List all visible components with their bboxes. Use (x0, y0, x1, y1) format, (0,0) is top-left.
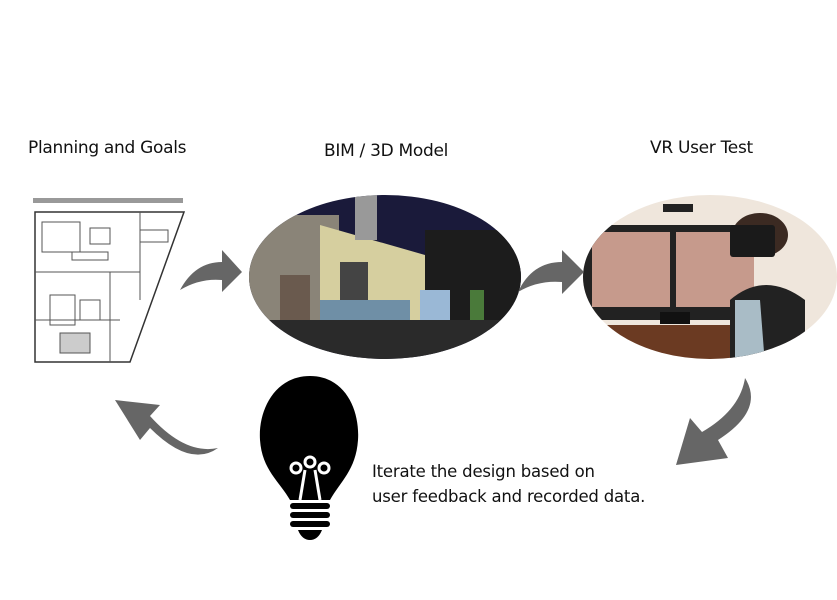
iteration-caption-line2: user feedback and recorded data. (372, 487, 646, 506)
arrow-icon (115, 250, 751, 465)
bim-3d-model-image (249, 195, 521, 359)
vr-user-test-image (583, 195, 837, 359)
iteration-caption: Iterate the design based on user feedbac… (372, 459, 645, 509)
stage-title-bim: BIM / 3D Model (324, 141, 449, 161)
lightbulb-icon (259, 376, 359, 540)
floor-plan-image (32, 197, 186, 365)
iteration-caption-line1: Iterate the design based on (372, 462, 595, 481)
stage-title-vr: VR User Test (650, 138, 753, 158)
stage-title-planning: Planning and Goals (28, 138, 187, 158)
